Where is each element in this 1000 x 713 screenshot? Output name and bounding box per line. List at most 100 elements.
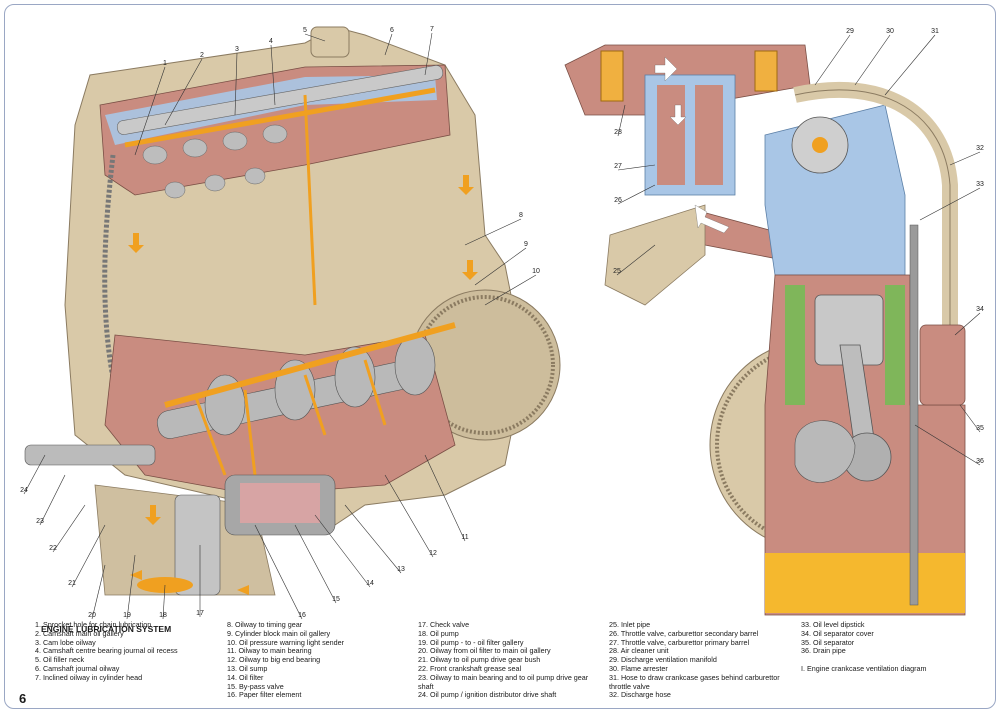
oil-pump [174, 494, 221, 596]
callout-leader [270, 44, 276, 106]
callout-leader [424, 32, 433, 76]
legend-item: shaft [418, 681, 434, 691]
legend-item: 33. Oil level dipstick [801, 620, 865, 629]
callout-number: 15 [332, 596, 340, 603]
callout-number: 12 [429, 550, 437, 557]
callout-leader [234, 52, 238, 116]
legend-item: 8. Oilway to timing gear [227, 620, 303, 629]
legend-item: 14. Oil filter [227, 672, 264, 682]
legend-item: I. Engine crankcase ventilation diagram [801, 663, 927, 673]
legend-item: 26. Throttle valve, carburettor secondar… [609, 628, 759, 638]
callout-leader [344, 504, 402, 574]
callout-leader [959, 404, 981, 433]
callout-leader [134, 66, 166, 156]
legend-item: 17. Check valve [418, 620, 470, 629]
callout-number: 14 [366, 580, 374, 587]
callout-leader [52, 504, 86, 553]
oil-filler-neck [310, 26, 350, 58]
callout-leader [854, 34, 891, 86]
legend-item: 22. Front crankshaft grease seal [418, 663, 522, 673]
callout-number: 32 [976, 145, 984, 152]
page-number: 6 [19, 691, 27, 706]
legend-item: 27. Throttle valve, carburettor primary … [609, 637, 750, 647]
callout-leader [126, 554, 136, 620]
callout-leader [314, 514, 371, 588]
legend-item: 30. Flame arrester [609, 663, 668, 673]
callout-leader [814, 34, 851, 86]
oil-flow-arrows [128, 175, 478, 595]
callout-number: 1 [163, 60, 167, 67]
legend-item: 28. Air cleaner unit [609, 646, 669, 656]
callout-leader [949, 151, 981, 166]
callout-number: 20 [88, 612, 96, 619]
legend-item: 4. Camshaft centre bearing journal oil r… [35, 646, 178, 656]
callout-number: 10 [532, 268, 540, 275]
callout-number: 34 [976, 306, 984, 313]
callout-leader [162, 584, 166, 620]
legend-item: 7. Inclined oilway in cylinder head [35, 672, 143, 682]
callout-number: 7 [430, 26, 434, 33]
distributor-drive [24, 444, 156, 466]
sump-oil-level [765, 553, 965, 613]
callout-number: 23 [36, 518, 44, 525]
legend-item: 24. Oil pump / ignition distributor driv… [418, 690, 557, 700]
callout-leader [384, 474, 434, 558]
crankshaft [156, 334, 436, 439]
legend-item: 6. Camshaft journal oilway [35, 663, 120, 673]
main-oil-gallery [164, 322, 456, 408]
legend-item: 10. Oil pressure warning light sender [227, 637, 345, 647]
legend-item: 20. Oilway from oil filter to main oil g… [418, 646, 551, 656]
callout-number: 9 [524, 241, 528, 248]
callout-number: 19 [123, 612, 131, 619]
oil-level-dipstick [909, 224, 919, 606]
legend-item: 32. Discharge hose [609, 690, 671, 700]
callout-number: 22 [49, 545, 57, 552]
legend-item: 36. Drain pipe [801, 646, 846, 656]
callout-number: 11 [461, 534, 468, 541]
callout-number: 25 [613, 268, 621, 275]
callout-number: 36 [976, 458, 984, 465]
callout-leader [384, 33, 393, 56]
callout-leader [294, 524, 337, 604]
legend-item: 2. Camshaft main oil gallery [35, 628, 124, 638]
callout-leader [39, 474, 66, 526]
legend-item: 23. Oilway to main bearing and to oil pu… [418, 672, 589, 682]
callout-number: 33 [976, 181, 984, 188]
legend-item: 25. Inlet pipe [609, 620, 651, 629]
callout-leader [304, 33, 326, 42]
right-engine-section [564, 44, 966, 616]
legend-item: 19. Oil pump - to - oil filter gallery [418, 637, 524, 647]
callout-number: 30 [886, 28, 894, 35]
legend-item: 16. Paper filter element [227, 690, 302, 700]
legend-item: 11. Oilway to main bearing [227, 646, 312, 656]
callout-leader [617, 104, 626, 137]
callout-number: 18 [159, 612, 167, 619]
legend-item: throttle valve [609, 681, 650, 691]
callout-number: 5 [303, 27, 307, 34]
callout-leader [914, 424, 981, 466]
callout-leader [919, 187, 981, 221]
camshaft [116, 65, 444, 135]
callout-number: 6 [390, 27, 394, 34]
callout-leader [617, 164, 656, 171]
callout-number: 3 [235, 46, 239, 53]
ventilation-arrows [654, 56, 730, 234]
callout-leader [23, 454, 46, 495]
legend-title: ENGINE LUBRICATION SYSTEM [41, 624, 172, 634]
legend-item: 13. Oil sump [227, 663, 268, 673]
callout-number: 35 [976, 425, 984, 432]
legend-item: 18. Oil pump [418, 628, 459, 638]
callout-leader [616, 244, 656, 276]
legend-item: 21. Oilway to oil pump drive gear bush [418, 655, 541, 665]
callout-number: 27 [614, 163, 622, 170]
callout-number: 16 [298, 612, 306, 619]
callout-number: 26 [614, 197, 622, 204]
cam-lobes [142, 124, 288, 199]
callout-number: 4 [269, 38, 273, 45]
callout-leader [254, 524, 303, 620]
